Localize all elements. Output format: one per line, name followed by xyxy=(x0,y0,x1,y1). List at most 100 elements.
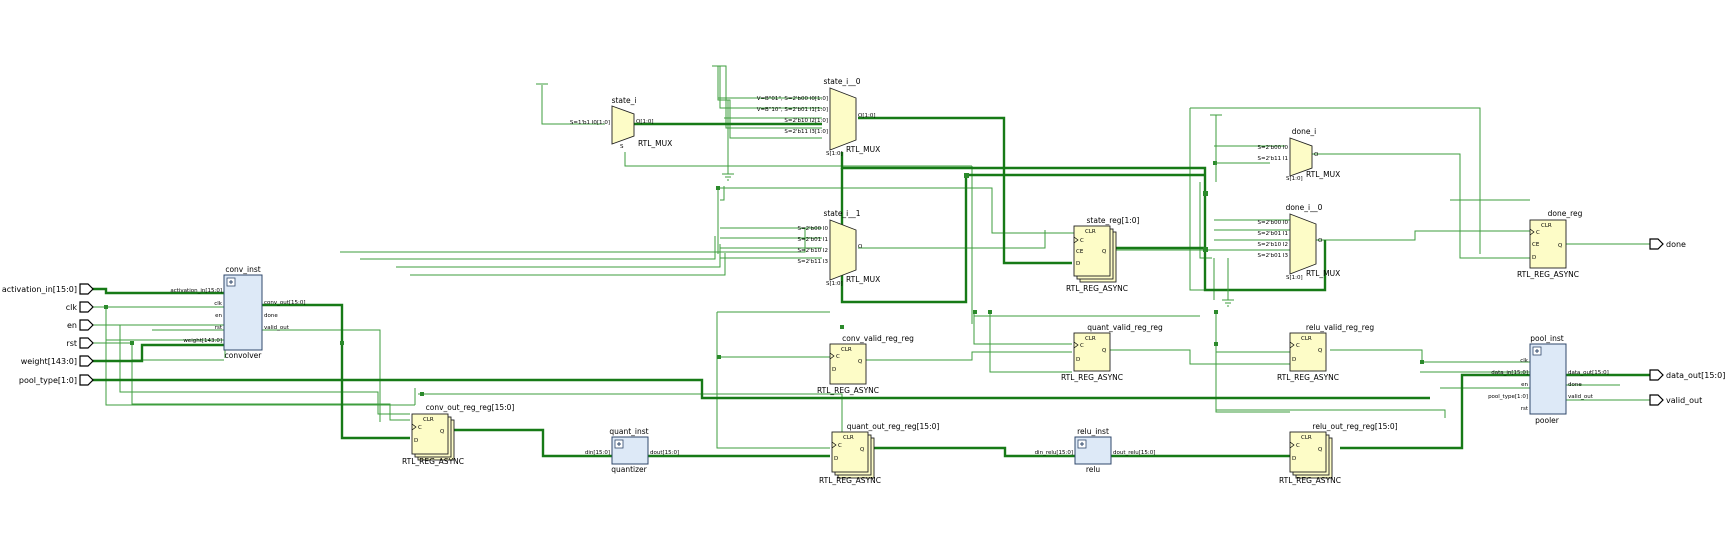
mux-state-i[interactable]: state_i S=1'b1 I0[1:0] O[1:0] S RTL_MUX xyxy=(570,96,672,150)
reg-quant-out[interactable]: quant_out_reg_reg[15:0] CLR C D Q RTL_RE… xyxy=(819,422,939,485)
reg-quant-valid-pin-d: D xyxy=(1076,357,1080,363)
mux-state-i-0-in-1: V=B"10", S=2'b01 I1[1:0] xyxy=(757,107,828,113)
block-pool-inst[interactable]: pool_inst clk data_in[15:0] en pool_type… xyxy=(1488,334,1609,425)
reg-state-reg-type: RTL_REG_ASYNC xyxy=(1066,284,1128,293)
reg-relu-valid-pin-c: C xyxy=(1296,343,1300,349)
reg-conv-out-type: RTL_REG_ASYNC xyxy=(402,457,464,466)
mux-done-i-out: O xyxy=(1314,152,1319,158)
reg-relu-out-pin-d: D xyxy=(1292,456,1296,462)
reg-conv-valid-clr: CLR xyxy=(841,347,852,353)
port-clk: clk xyxy=(66,301,94,313)
output-ports: done data_out[15:0] valid_out xyxy=(1649,238,1725,406)
reg-done-reg-name: done_reg xyxy=(1548,209,1583,218)
supply-symbols xyxy=(536,65,1234,307)
port-data-out-label: data_out[15:0] xyxy=(1666,371,1725,380)
pool-pin-out-2: valid_out xyxy=(1568,394,1594,400)
reg-conv-out[interactable]: conv_out_reg_reg[15:0] CLR C D Q RTL_REG… xyxy=(402,403,514,466)
mux-state-i-0-in-3: S=2'b11 I3[1:0] xyxy=(784,129,828,135)
reg-relu-out[interactable]: relu_out_reg_reg[15:0] CLR C D Q RTL_REG… xyxy=(1279,422,1398,485)
port-valid-out: valid_out xyxy=(1649,394,1702,406)
pool-pin-in-4: rst xyxy=(1521,406,1529,412)
port-clk-label: clk xyxy=(66,303,78,312)
reg-done-reg-pin-c: C xyxy=(1536,230,1540,236)
nets xyxy=(86,65,1650,449)
block-quant-inst[interactable]: quant_inst din[15:0] dout[15:0] quantize… xyxy=(585,427,679,474)
mux-done-i-in-0: S=2'b00 I0 xyxy=(1258,145,1289,151)
reg-quant-out-name: quant_out_reg_reg[15:0] xyxy=(847,422,940,431)
mux-state-i-sel: S xyxy=(620,144,624,150)
reg-quant-valid[interactable]: quant_valid_reg_reg CLR C D Q RTL_REG_AS… xyxy=(1061,323,1163,382)
reg-relu-valid-pin-d: D xyxy=(1292,357,1296,363)
reg-conv-valid-name: conv_valid_reg_reg xyxy=(842,334,914,343)
reg-done-reg-type: RTL_REG_ASYNC xyxy=(1517,270,1579,279)
mux-done-i-0[interactable]: done_i__0 S=2'b00 I0 S=2'b01 I1 S=2'b10 … xyxy=(1258,203,1341,281)
mux-state-i-1-in-0: S=2'b00 I0 xyxy=(798,226,829,232)
reg-conv-valid[interactable]: conv_valid_reg_reg CLR C D Q RTL_REG_ASY… xyxy=(817,334,914,395)
pool-pin-out-1: done xyxy=(1568,382,1582,388)
port-pool-type-label: pool_type[1:0] xyxy=(19,376,77,385)
mux-state-i-0[interactable]: state_i__0 V=B"01", S=2'b00 I0[1:0] V=B"… xyxy=(757,77,881,157)
pool-pin-in-2: en xyxy=(1521,382,1528,388)
reg-quant-out-clr: CLR xyxy=(843,435,854,441)
reg-quant-valid-clr: CLR xyxy=(1085,336,1096,342)
quant-pin-in: din[15:0] xyxy=(585,450,610,456)
reg-relu-valid-type: RTL_REG_ASYNC xyxy=(1277,373,1339,382)
reg-conv-out-name: conv_out_reg_reg[15:0] xyxy=(426,403,515,412)
reg-done-reg-clr: CLR xyxy=(1541,223,1552,229)
mux-done-i[interactable]: done_i S=2'b00 I0 S=2'b11 I1 O S[1:0] RT… xyxy=(1258,127,1341,182)
reg-done-reg-q: Q xyxy=(1558,243,1563,249)
mux-done-i-type: RTL_MUX xyxy=(1306,170,1340,179)
reg-conv-valid-pin-c: C xyxy=(836,354,840,360)
reg-state-reg[interactable]: state_reg[1:0] CLR C CE D Q RTL_REG_ASYN… xyxy=(1066,216,1140,293)
reg-relu-valid-clr: CLR xyxy=(1301,336,1312,342)
reg-quant-out-q: Q xyxy=(860,447,865,453)
reg-quant-out-pin-c: C xyxy=(838,443,842,449)
mux-done-i-0-in-3: S=2'b01 I3 xyxy=(1258,253,1289,259)
reg-conv-valid-pin-d: D xyxy=(832,367,836,373)
reg-relu-valid-name: relu_valid_reg_reg xyxy=(1306,323,1374,332)
mux-state-i-1-name: state_i__1 xyxy=(823,209,860,218)
pool-pin-out-0: data_out[15:0] xyxy=(1568,370,1609,376)
port-weight-label: weight[143:0] xyxy=(21,357,77,366)
pool-inst-name: pool_inst xyxy=(1530,334,1564,343)
reg-relu-valid-q: Q xyxy=(1318,348,1323,354)
port-activation-in: activation_in[15:0] xyxy=(2,283,94,295)
reg-relu-out-clr: CLR xyxy=(1301,435,1312,441)
reg-relu-out-type: RTL_REG_ASYNC xyxy=(1279,476,1341,485)
reg-quant-valid-type: RTL_REG_ASYNC xyxy=(1061,373,1123,382)
block-relu-inst[interactable]: relu_inst din_relu[15:0] dout_relu[15:0]… xyxy=(1035,427,1156,474)
port-valid-out-label: valid_out xyxy=(1666,396,1702,405)
relu-pin-out: dout_relu[15:0] xyxy=(1113,450,1155,456)
mux-done-i-0-in-2: S=2'b10 I2 xyxy=(1258,242,1288,248)
port-done-label: done xyxy=(1666,240,1686,249)
relu-inst-name: relu_inst xyxy=(1077,427,1109,436)
port-data-out: data_out[15:0] xyxy=(1649,369,1725,381)
reg-conv-out-clr: CLR xyxy=(423,417,434,423)
mux-done-i-0-name: done_i__0 xyxy=(1286,203,1323,212)
conv-inst-type: convolver xyxy=(225,351,263,360)
block-conv-inst[interactable]: conv_inst activation_in[15:0] clk en rst… xyxy=(170,265,305,360)
mux-state-i-1-in-2: S=2'b10 I2 xyxy=(798,248,828,254)
reg-relu-out-pin-c: C xyxy=(1296,443,1300,449)
port-done: done xyxy=(1649,238,1686,250)
mux-state-i-1-type: RTL_MUX xyxy=(846,275,880,284)
port-activation-in-label: activation_in[15:0] xyxy=(2,285,77,294)
junctions xyxy=(104,161,1424,396)
quant-inst-name: quant_inst xyxy=(609,427,648,436)
mux-done-i-0-in-0: S=2'b00 I0 xyxy=(1258,220,1289,226)
reg-conv-out-q: Q xyxy=(440,429,445,435)
reg-done-reg-pin-d: D xyxy=(1532,255,1536,261)
reg-state-reg-pin-ce: CE xyxy=(1076,249,1084,255)
reg-relu-valid[interactable]: relu_valid_reg_reg CLR C D Q RTL_REG_ASY… xyxy=(1277,323,1374,382)
mux-state-i-1[interactable]: state_i__1 S=2'b00 I0 S=2'b01 I1 S=2'b10… xyxy=(798,209,881,287)
port-en-label: en xyxy=(67,321,77,330)
reg-done-reg[interactable]: done_reg CLR C CE D Q RTL_REG_ASYNC xyxy=(1517,209,1583,279)
mux-state-i-0-in-0: V=B"01", S=2'b00 I0[1:0] xyxy=(757,96,828,102)
mux-state-i-0-sel: S[1:0] xyxy=(826,151,843,157)
port-en: en xyxy=(67,319,94,331)
reg-state-reg-q: Q xyxy=(1102,249,1107,255)
reg-quant-out-type: RTL_REG_ASYNC xyxy=(819,476,881,485)
mux-state-i-0-in-2: S=2'b10 I2[1:0] xyxy=(784,118,828,124)
mux-done-i-0-out: O xyxy=(1318,238,1323,244)
port-weight: weight[143:0] xyxy=(21,355,94,367)
